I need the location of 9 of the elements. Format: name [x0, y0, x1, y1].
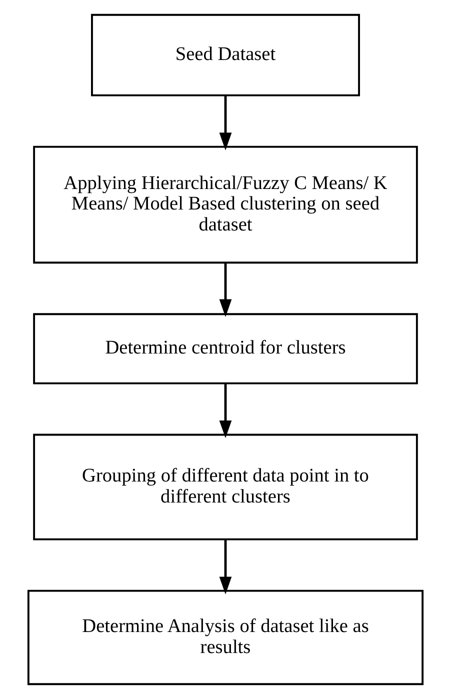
node-box: Grouping of different data point in to different clusters — [33, 434, 418, 540]
arrow — [219, 262, 232, 317]
arrow — [219, 540, 232, 594]
arrow — [219, 96, 232, 150]
node-box: Seed Dataset — [91, 14, 360, 96]
arrow — [219, 384, 232, 438]
node-box: Determine Analysis of dataset like as results — [27, 590, 424, 686]
node-box: Applying Hierarchical/Fuzzy C Means/ K Means/ Model Based clustering on seed dataset — [33, 146, 418, 264]
node-box: Determine centroid for clusters — [33, 313, 418, 384]
